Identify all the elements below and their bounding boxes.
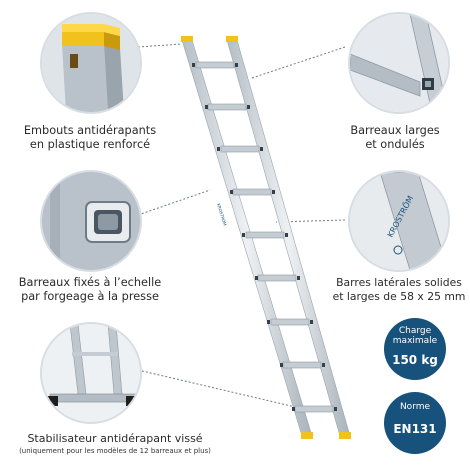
connector-feet: [137, 43, 183, 48]
caption-rungs: Barreaux larges et ondulés: [350, 124, 440, 151]
norm-badge: Norme EN131: [384, 392, 446, 454]
caption-stabilizer: Stabilisateur antidérapant vissé: [27, 432, 203, 445]
caption-stabilizer-note: (uniquement pour les modèles de 12 barre…: [19, 447, 211, 455]
ladder-rung: [294, 405, 334, 413]
max-load-value: 150 kg: [392, 353, 438, 367]
connector-rungs: [251, 46, 346, 79]
ladder-rung: [257, 274, 297, 282]
ladder-rung: [195, 61, 235, 69]
caption-rails: Barres latérales solides et larges de 58…: [332, 276, 466, 303]
detail-feet-circle: [40, 12, 142, 114]
detail-stabilizer-circle: [40, 322, 142, 424]
ladder-rung: [207, 103, 247, 111]
detail-rails-circle: KROSTRÖM: [348, 170, 450, 272]
ladder-rung: [270, 318, 310, 326]
connector-stabilizer: [137, 369, 309, 411]
ladder-rung: [245, 231, 285, 239]
max-load-label: Charge: [398, 326, 432, 336]
detail-rungs-circle: [348, 12, 450, 114]
stabilizer-bar-icon: [49, 393, 137, 403]
norm-label: Norme: [399, 402, 431, 412]
ladder-cap-right-top: [226, 36, 238, 42]
detail-forging-circle: [40, 170, 142, 272]
ladder-illustration: KROSTRÖM: [181, 36, 351, 439]
ladder-rung: [220, 145, 260, 153]
ladder-cap-left-top: [181, 36, 193, 42]
brand-logo-icon: [393, 245, 403, 255]
max-load-label-2: maximale: [392, 336, 438, 346]
ladder-rung: [232, 188, 272, 196]
caption-feet: Embouts antidérapants en plastique renfo…: [23, 124, 157, 151]
ladder-brand-label: KROSTRÖM: [216, 203, 228, 227]
norm-value: EN131: [393, 422, 437, 436]
ladder-cap-left-bottom: [301, 432, 313, 439]
ladder-rungs: [195, 61, 334, 413]
ladder-rung: [282, 361, 322, 369]
caption-forging: Barreaux fixés à l’echelle par forgeage …: [18, 276, 162, 303]
rivet-icon: [70, 54, 78, 68]
yellow-cap-icon: [62, 32, 104, 46]
max-load-badge: Charge maximale 150 kg: [384, 318, 446, 380]
connector-forging: [137, 189, 211, 216]
ladder-cap-right-bottom: [339, 432, 351, 439]
